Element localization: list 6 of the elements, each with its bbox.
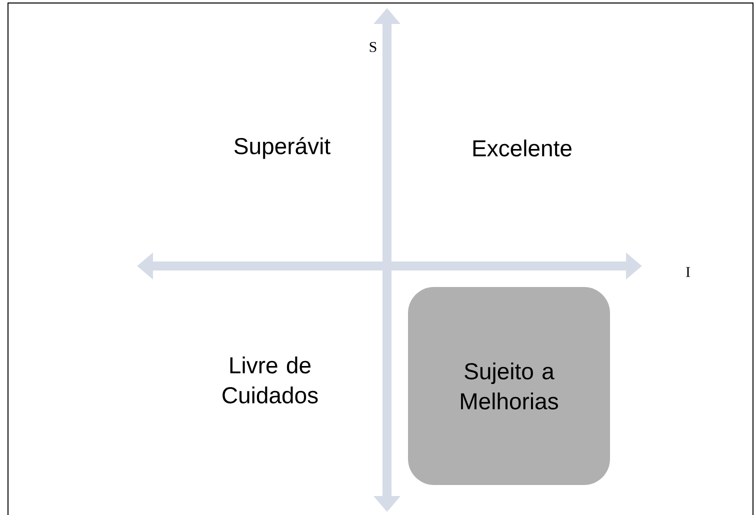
quadrant-label: Excelente <box>473 140 572 156</box>
quadrant-label: Superávit <box>234 137 330 159</box>
quadrant-box: Sujeito a Melhorias <box>408 287 610 485</box>
axis-label: S <box>370 42 376 52</box>
quadrant-label: Livre de Cuidados <box>222 356 318 404</box>
axis-label: I <box>686 267 690 277</box>
